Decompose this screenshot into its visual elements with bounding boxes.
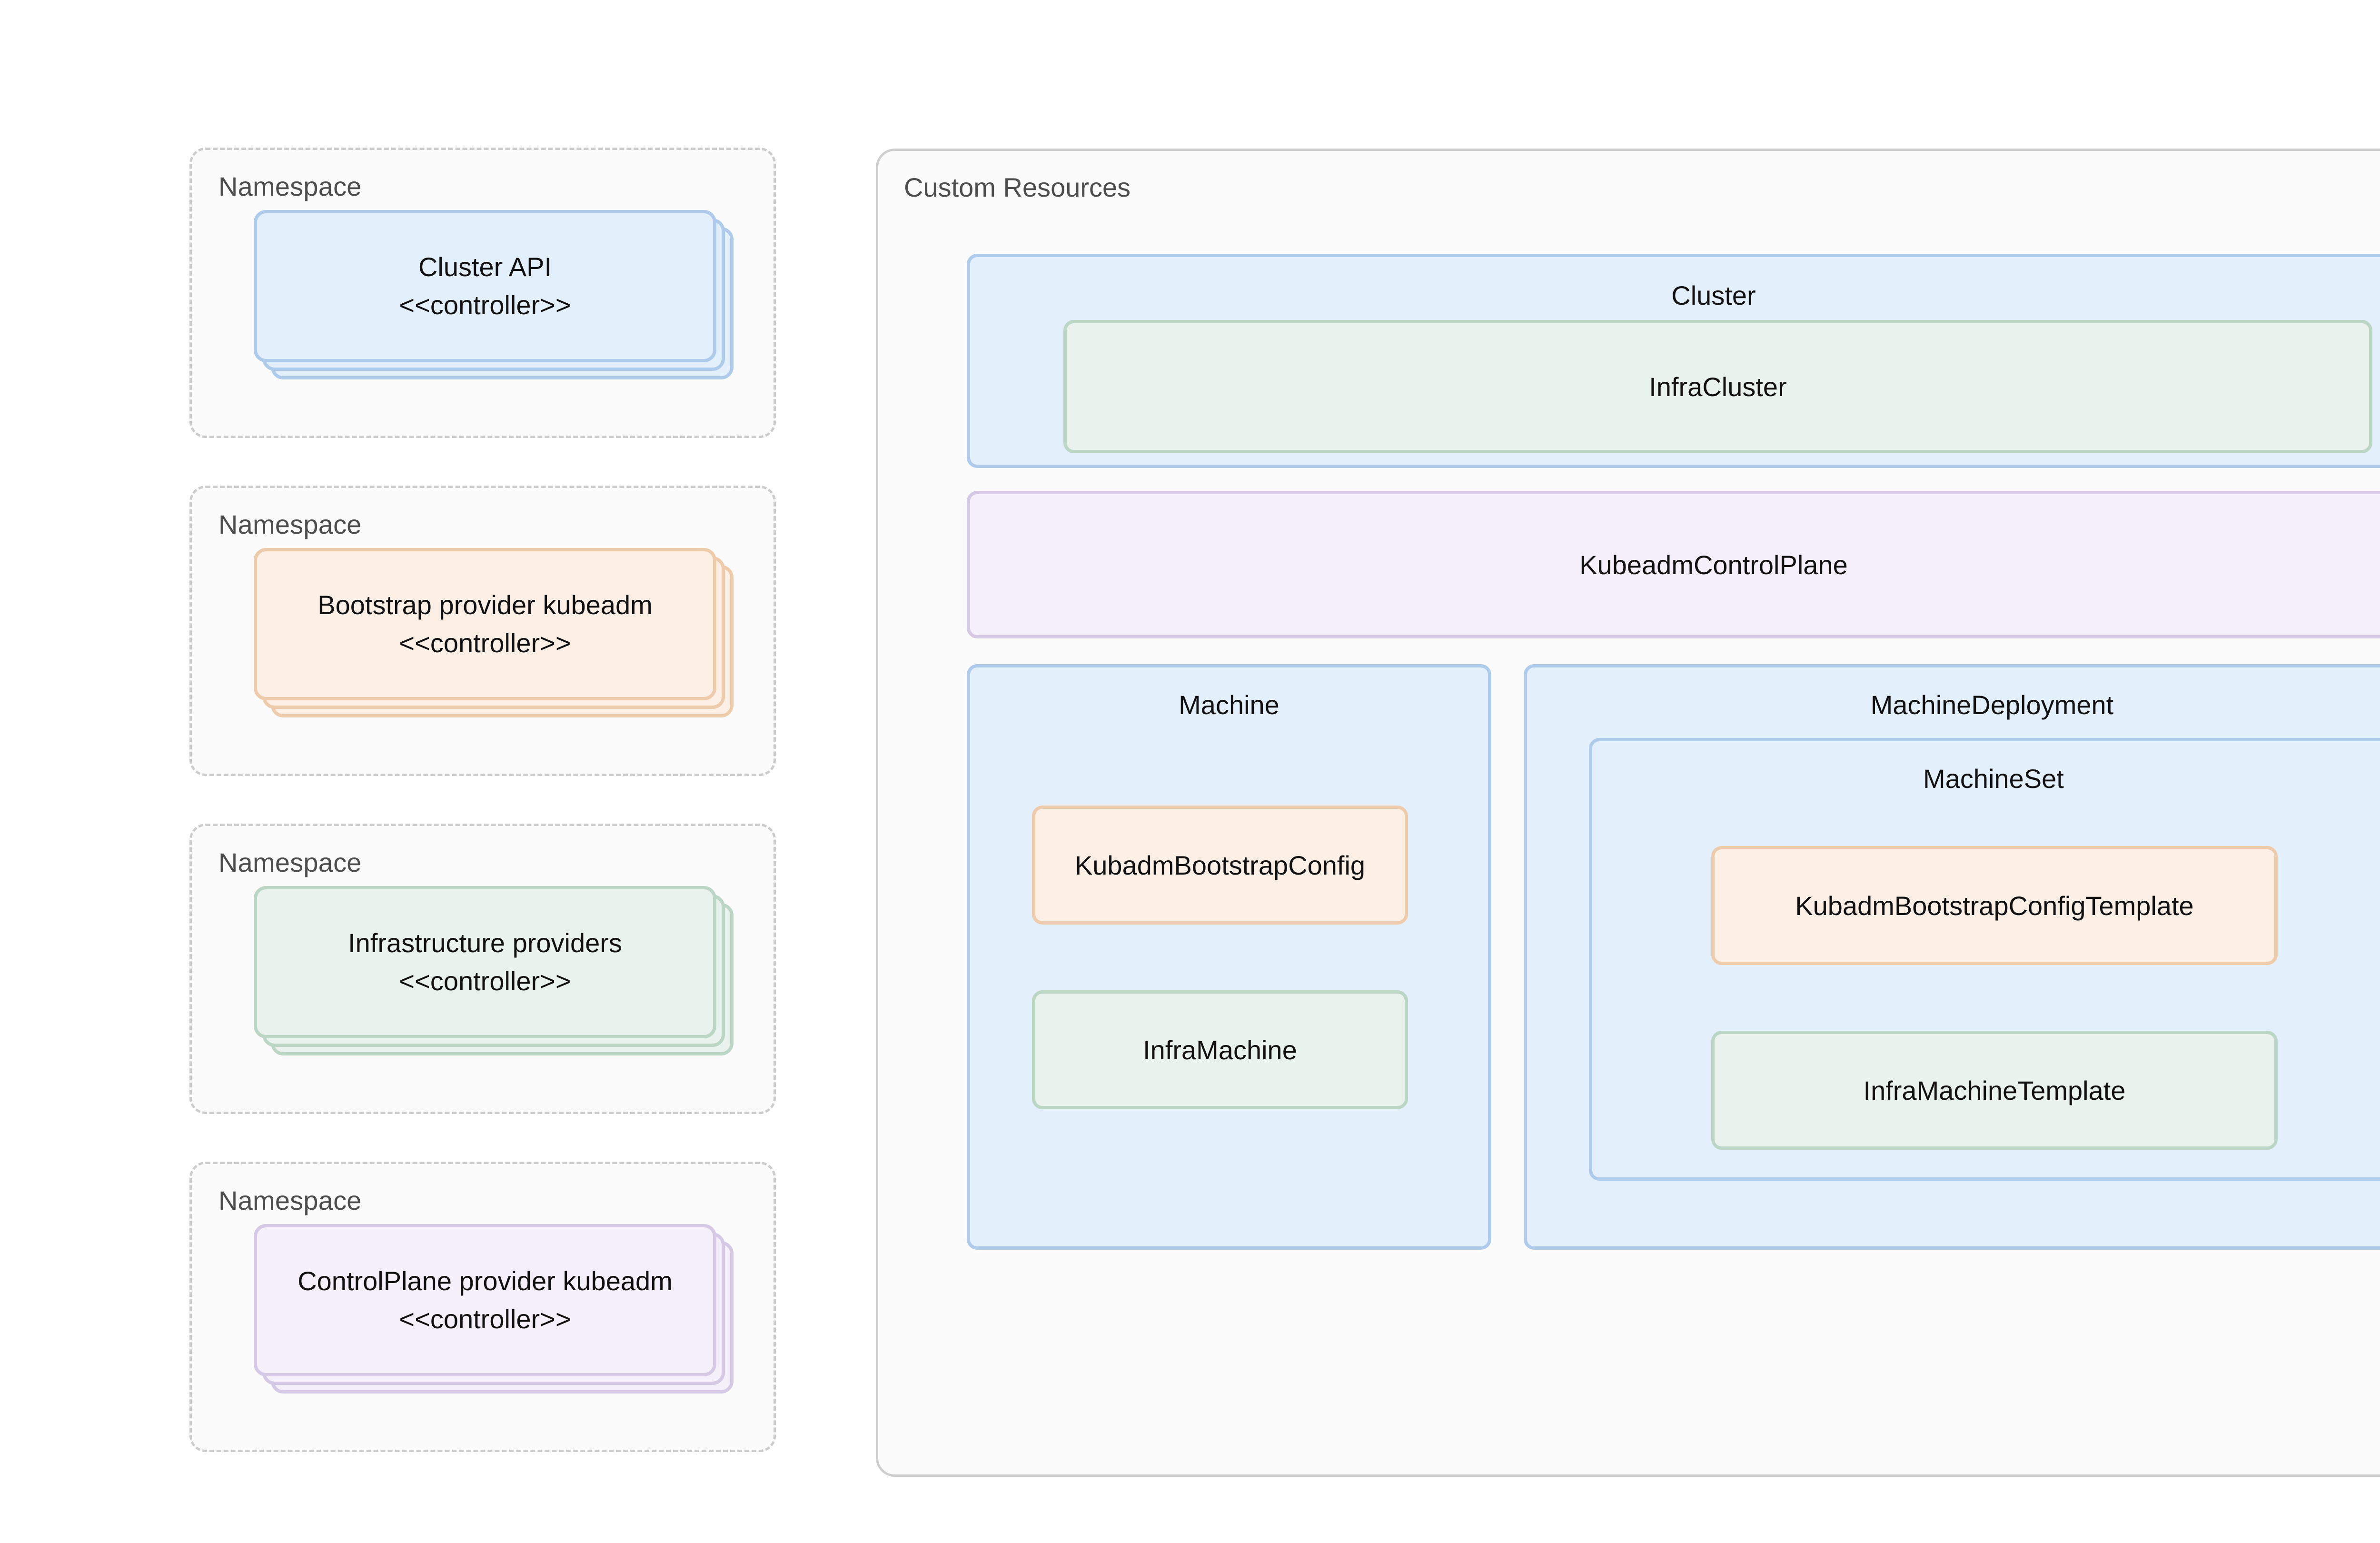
cluster-title: Cluster (1671, 280, 1756, 310)
machine-set-box[interactable]: MachineSet KubadmBootstrapConfigTemplate… (1589, 738, 2380, 1181)
namespace-label: Namespace (218, 509, 362, 539)
card-stack-layer-front (254, 1224, 716, 1376)
controller-card-text: Infrastructure providers <<controller>> (254, 886, 716, 1038)
kubadm-bootstrap-config-template-title: KubadmBootstrapConfigTemplate (1795, 890, 2194, 921)
infra-machine-template-title: InfraMachineTemplate (1863, 1075, 2126, 1105)
controller-card-text: Bootstrap provider kubeadm <<controller>… (254, 548, 716, 700)
controller-name: Bootstrap provider kubeadm (317, 590, 653, 620)
kubeadm-control-plane-box[interactable]: KubeadmControlPlane (967, 491, 2380, 638)
kubadm-bootstrap-config-title: KubadmBootstrapConfig (1074, 850, 1366, 880)
infra-machine-box[interactable]: InfraMachine (1032, 990, 1408, 1109)
controller-card-infrastructure-providers[interactable]: Infrastructure providers <<controller>> (254, 886, 734, 1055)
infracluster-title: InfraCluster (1649, 371, 1787, 402)
controller-card-text: Cluster API <<controller>> (254, 210, 716, 362)
controller-stereotype: <<controller>> (399, 290, 571, 320)
infra-machine-template-box[interactable]: InfraMachineTemplate (1711, 1031, 2278, 1150)
controller-name: ControlPlane provider kubeadm (298, 1266, 673, 1296)
infracluster-box[interactable]: InfraCluster (1063, 320, 2372, 453)
controller-stereotype: <<controller>> (399, 1304, 571, 1334)
cluster-box[interactable]: Cluster InfraCluster (967, 254, 2380, 468)
namespace-label: Namespace (218, 171, 362, 201)
namespace-label: Namespace (218, 847, 362, 877)
controller-name: Cluster API (418, 252, 552, 282)
controller-stereotype: <<controller>> (399, 628, 571, 658)
kubadm-bootstrap-config-box[interactable]: KubadmBootstrapConfig (1032, 806, 1408, 925)
namespace-label: Namespace (218, 1185, 362, 1215)
controller-card-controlplane-provider-kubeadm[interactable]: ControlPlane provider kubeadm <<controll… (254, 1224, 734, 1394)
card-stack-layer-front (254, 886, 716, 1038)
machine-deployment-box[interactable]: MachineDeployment MachineSet KubadmBoots… (1524, 664, 2380, 1250)
controller-name: Infrastructure providers (348, 928, 622, 958)
infra-machine-title: InfraMachine (1143, 1035, 1297, 1065)
machine-box[interactable]: Machine KubadmBootstrapConfig InfraMachi… (967, 664, 1491, 1250)
custom-resources-label: Custom Resources (904, 172, 1131, 202)
card-stack-layer-front (254, 548, 716, 700)
custom-resources-panel[interactable]: Custom Resources Cluster InfraCluster Ku… (876, 149, 2380, 1477)
machine-deployment-title: MachineDeployment (1870, 690, 2114, 720)
kubadm-bootstrap-config-template-box[interactable]: KubadmBootstrapConfigTemplate (1711, 846, 2278, 965)
namespace-box-infrastructure-providers[interactable]: Namespace Infrastructure providers <<con… (189, 824, 776, 1114)
controller-card-bootstrap-provider-kubeadm[interactable]: Bootstrap provider kubeadm <<controller>… (254, 548, 734, 717)
machine-title: Machine (1179, 690, 1279, 720)
namespace-box-cluster-api[interactable]: Namespace Cluster API <<controller>> (189, 148, 776, 438)
controller-card-text: ControlPlane provider kubeadm <<controll… (254, 1224, 716, 1376)
controller-card-cluster-api[interactable]: Cluster API <<controller>> (254, 210, 734, 379)
controller-stereotype: <<controller>> (399, 966, 571, 996)
kubeadm-control-plane-title: KubeadmControlPlane (1579, 549, 1848, 580)
card-stack-layer-front (254, 210, 716, 362)
namespaces-column: Namespace Cluster API <<controller>> Nam… (189, 148, 780, 1476)
machine-set-title: MachineSet (1923, 764, 2064, 794)
namespace-box-bootstrap-provider-kubeadm[interactable]: Namespace Bootstrap provider kubeadm <<c… (189, 486, 776, 776)
namespace-box-controlplane-provider-kubeadm[interactable]: Namespace ControlPlane provider kubeadm … (189, 1162, 776, 1452)
